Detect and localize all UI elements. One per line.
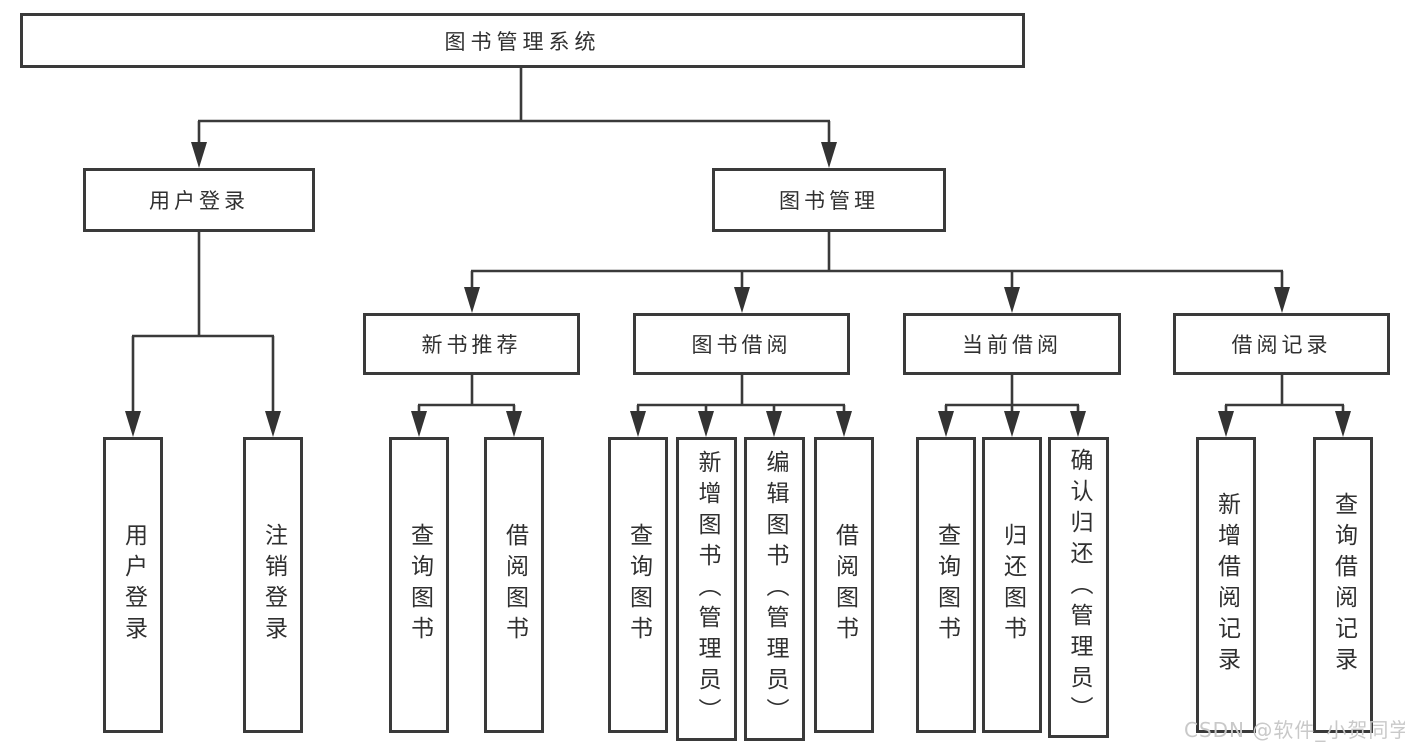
node-label: 查询借阅记录 — [1330, 492, 1357, 678]
node-label: 借阅图书 — [501, 523, 528, 647]
node-label: 查询图书 — [625, 523, 652, 647]
node-leaf-query-borrow-record: 查询借阅记录 — [1313, 437, 1373, 733]
node-label: 查询图书 — [406, 523, 433, 647]
node-label: 图书管理 — [779, 189, 879, 213]
node-leaf-add-books-admin: 新增图书（管理员） — [676, 437, 737, 741]
connector-book-management — [464, 232, 1290, 313]
connector-borrowing-records — [1218, 375, 1351, 437]
node-label: 用户登录 — [149, 189, 249, 213]
node-label: 确认归还（管理员） — [1066, 448, 1092, 727]
node-leaf-confirm-return-admin: 确认归还（管理员） — [1048, 437, 1109, 738]
connector-book-borrowing — [630, 375, 852, 437]
node-book-management: 图书管理 — [712, 168, 946, 232]
node-label: 查询图书 — [933, 523, 960, 647]
node-book-borrowing: 图书借阅 — [633, 313, 850, 375]
node-label: 图书管理系统 — [444, 29, 601, 54]
node-leaf-return-books: 归还图书 — [982, 437, 1042, 733]
node-library-management-system: 图书管理系统 — [20, 13, 1025, 68]
node-leaf-borrow-books-1: 借阅图书 — [484, 437, 544, 733]
node-leaf-query-books-3: 查询图书 — [916, 437, 976, 733]
node-leaf-query-books-1: 查询图书 — [389, 437, 449, 733]
node-leaf-borrow-books-2: 借阅图书 — [814, 437, 874, 733]
node-label: 归还图书 — [999, 523, 1026, 647]
node-label: 图书借阅 — [691, 333, 792, 357]
node-leaf-user-login: 用户登录 — [103, 437, 163, 733]
node-label: 注销登录 — [260, 523, 287, 647]
node-label: 新增图书（管理员） — [694, 449, 720, 729]
node-label: 借阅图书 — [831, 523, 858, 647]
connector-current-borrowing — [938, 375, 1086, 437]
node-leaf-edit-books-admin: 编辑图书（管理员） — [744, 437, 805, 741]
node-leaf-query-books-2: 查询图书 — [608, 437, 668, 733]
node-label: 新增借阅记录 — [1213, 492, 1240, 678]
node-leaf-add-borrow-record: 新增借阅记录 — [1196, 437, 1256, 733]
node-label: 编辑图书（管理员） — [762, 449, 788, 729]
connector-root-to-level2 — [191, 68, 837, 168]
node-label: 用户登录 — [120, 523, 147, 647]
node-label: 借阅记录 — [1231, 333, 1332, 357]
node-current-borrowing: 当前借阅 — [903, 313, 1121, 375]
node-label: 当前借阅 — [962, 333, 1062, 357]
node-user-login: 用户登录 — [83, 168, 315, 232]
connector-user-login — [125, 232, 281, 437]
node-borrowing-records: 借阅记录 — [1173, 313, 1390, 375]
node-label: 新书推荐 — [421, 333, 522, 357]
node-new-book-recommend: 新书推荐 — [363, 313, 580, 375]
csdn-watermark: CSDN @软件_小贺同学 — [1184, 718, 1405, 742]
node-leaf-logout: 注销登录 — [243, 437, 303, 733]
connector-new-book-recommend — [411, 375, 522, 437]
